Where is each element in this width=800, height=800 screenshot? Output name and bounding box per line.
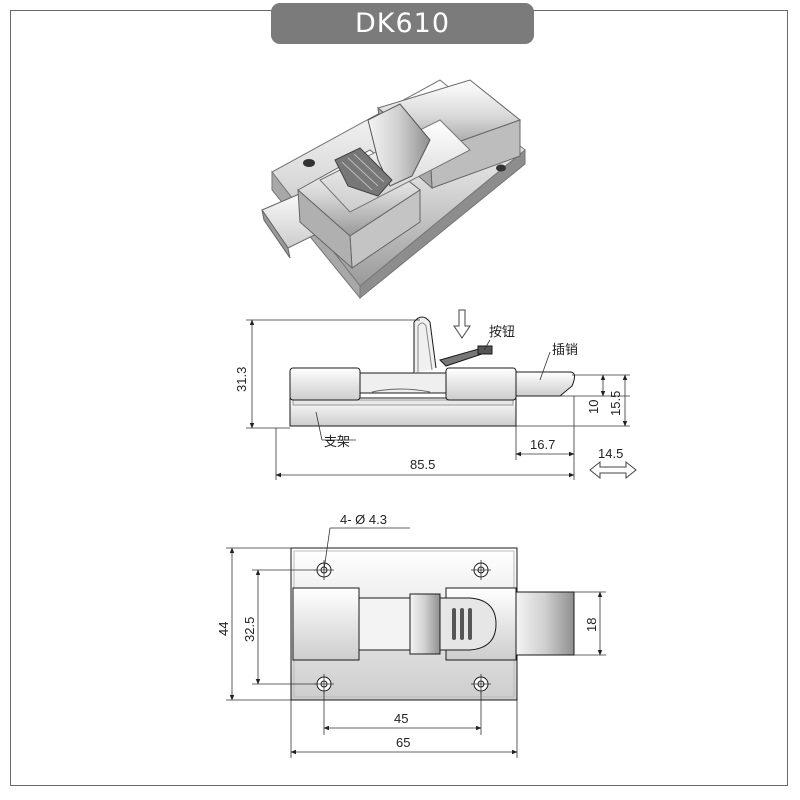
dim-pin-extension: 16.7 <box>530 437 555 452</box>
dim-pin-width: 18 <box>584 618 599 632</box>
dim-length: 85.5 <box>410 457 435 472</box>
label-button: 按钮 <box>489 325 515 340</box>
dim-holes: 4- Ø 4.3 <box>340 512 387 527</box>
side-view-drawing <box>289 316 576 427</box>
top-view-drawing <box>290 547 575 701</box>
dim-height-total: 31.3 <box>234 367 249 392</box>
label-pin: 插销 <box>552 343 578 358</box>
dim-top-height: 44 <box>216 622 231 636</box>
dim-width: 65 <box>396 735 410 750</box>
label-bracket: 支架 <box>324 435 350 450</box>
press-arrow-icon <box>453 309 471 339</box>
dim-pin-offset: 15.5 <box>608 391 623 416</box>
product-title: DK610 <box>271 3 534 44</box>
dim-pin-height: 10 <box>586 400 601 414</box>
dim-hole-spacing-h: 45 <box>394 711 408 726</box>
dim-travel: 14.5 <box>598 446 623 461</box>
travel-double-arrow-icon <box>589 460 637 480</box>
dim-hole-spacing-v: 32.5 <box>242 617 257 642</box>
product-photo <box>261 79 526 300</box>
